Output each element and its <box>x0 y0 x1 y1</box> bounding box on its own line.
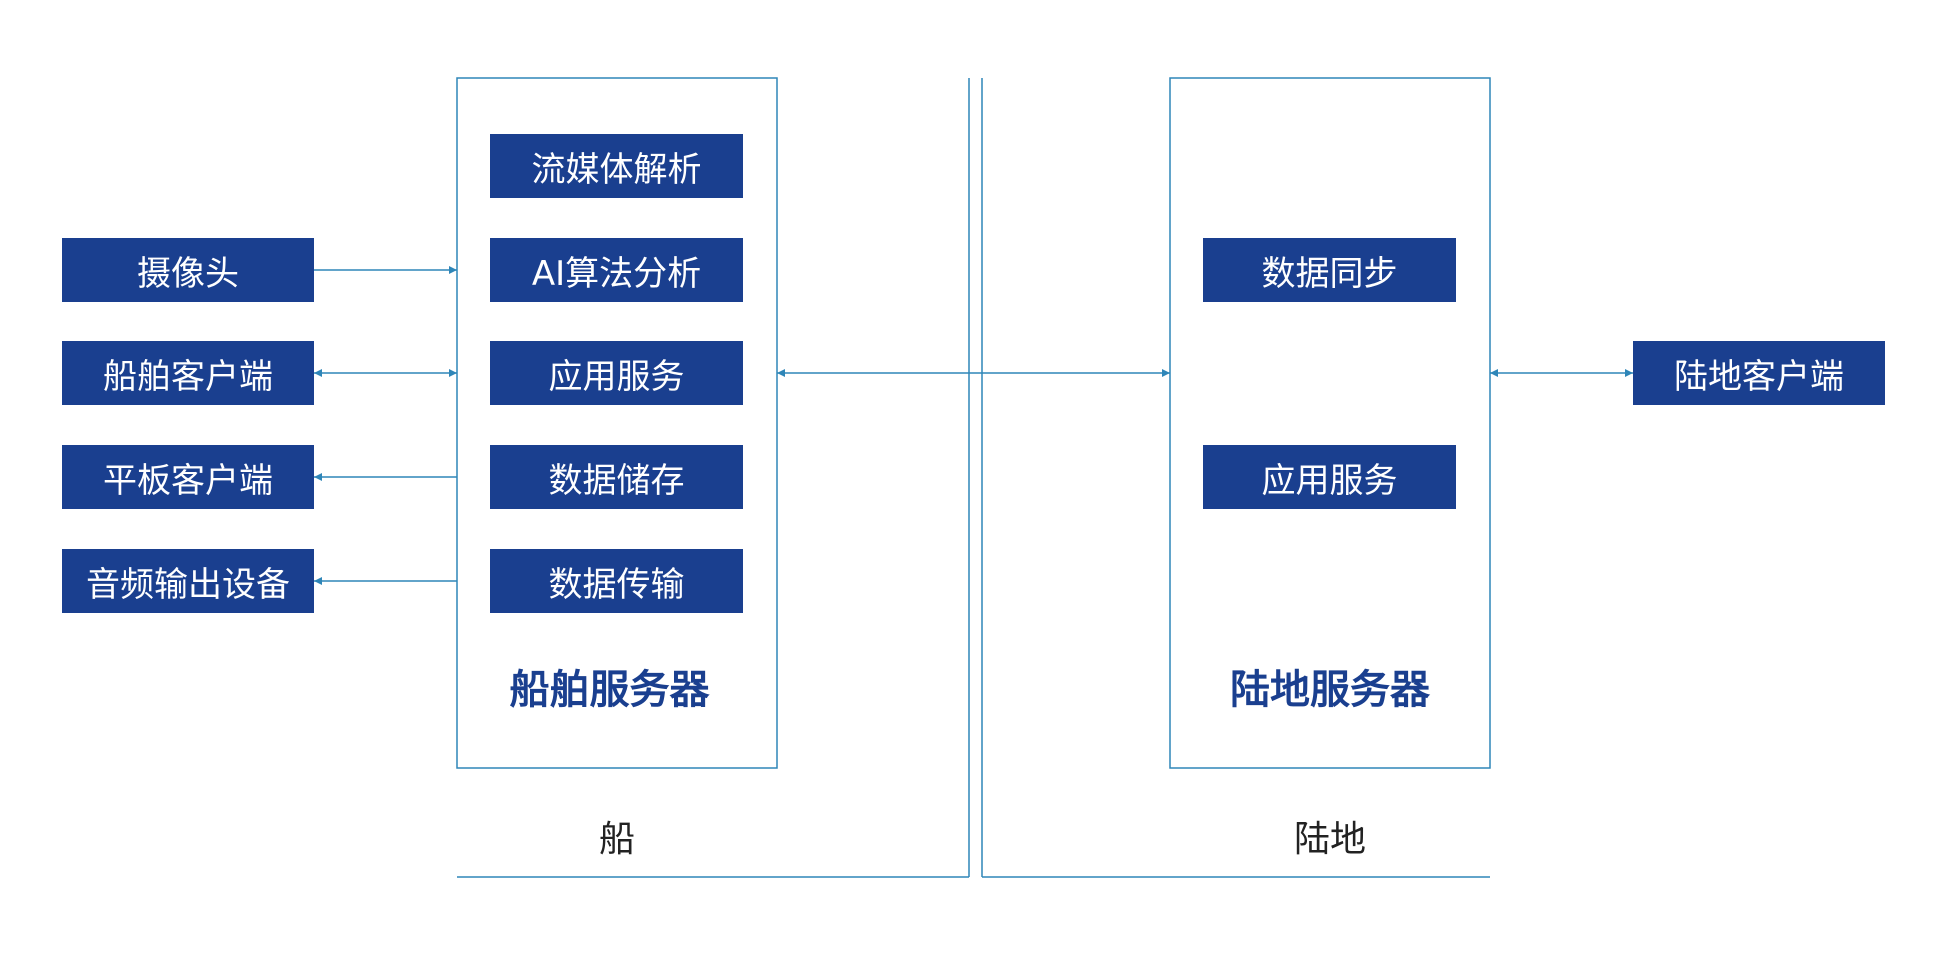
ship-app-service-module: 应用服务 <box>490 341 743 405</box>
land-zone-label: 陆地 <box>1293 819 1366 860</box>
ship-zone-label: 船 <box>598 819 635 860</box>
data-transfer-module: 数据传输 <box>490 549 743 613</box>
ship-server-box <box>456 77 778 769</box>
camera-node: 摄像头 <box>62 238 314 302</box>
ship-server-title: 船舶服务器 <box>509 667 710 713</box>
audio-output-node: 音频输出设备 <box>62 549 314 613</box>
land-server-box <box>1169 77 1491 769</box>
land-server-title: 陆地服务器 <box>1230 667 1430 713</box>
ai-analysis-module: AI算法分析 <box>490 238 743 302</box>
ship-client-node: 船舶客户端 <box>62 341 314 405</box>
data-sync-module: 数据同步 <box>1203 238 1456 302</box>
land-client-node: 陆地客户端 <box>1633 341 1885 405</box>
tablet-client-node: 平板客户端 <box>62 445 314 509</box>
streaming-parse-module: 流媒体解析 <box>490 134 743 198</box>
data-storage-module: 数据储存 <box>490 445 743 509</box>
land-app-service-module: 应用服务 <box>1203 445 1456 509</box>
